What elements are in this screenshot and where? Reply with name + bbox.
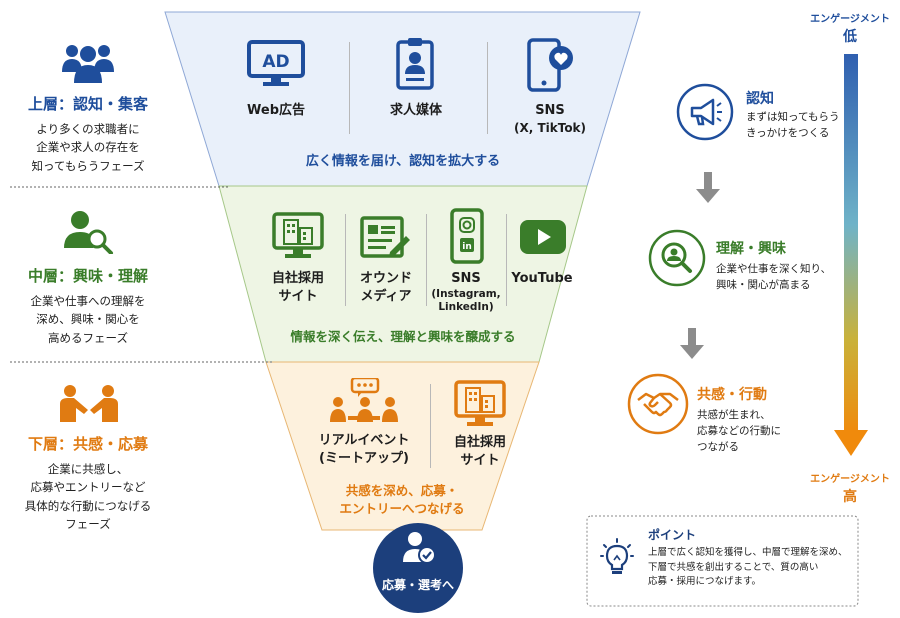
real-event-label: リアルイベント(ミートアップ) xyxy=(318,433,410,466)
ad-monitor-icon: AD xyxy=(247,40,305,88)
company-site-icon xyxy=(454,380,506,428)
divider xyxy=(430,384,431,468)
stage-title-awareness: 認知 xyxy=(746,91,774,107)
engagement-arrow-head xyxy=(834,430,868,456)
lower-caption: 共感を深め、応募・エントリーへつなげる xyxy=(339,483,465,517)
point-title: ポイント xyxy=(648,528,697,542)
svg-text:in: in xyxy=(462,242,472,252)
person-search-icon xyxy=(62,208,114,255)
divider xyxy=(426,214,427,306)
company-site-label: 自社採用サイト xyxy=(453,435,506,468)
stage-desc-understanding: 企業や仕事を深く知り、興味・関心が高まる xyxy=(716,263,832,291)
company-site-icon xyxy=(272,212,324,260)
ad-icon-text: AD xyxy=(262,52,289,72)
applicant-check-icon xyxy=(402,530,436,564)
divider xyxy=(506,214,507,306)
lightbulb-icon xyxy=(600,538,634,578)
divider xyxy=(487,42,488,134)
apply-circle xyxy=(373,523,463,613)
point-text: 上層で広く認知を獲得し、中層で理解を深め、下層で共感を創出することで、質の高い応… xyxy=(648,547,848,588)
search-person-icon xyxy=(647,228,707,288)
job-media-label: 求人媒体 xyxy=(389,103,442,118)
stage-title-understanding: 理解・興味 xyxy=(716,241,786,257)
handshake-people-icon xyxy=(58,384,120,424)
youtube-play-icon xyxy=(520,220,566,254)
phone-instagram-linkedin-icon: in xyxy=(450,208,484,264)
company-site-label: 自社採用サイト xyxy=(271,271,324,304)
engagement-top-label: エンゲージメント xyxy=(810,14,890,25)
stage-arrow xyxy=(696,172,720,203)
apply-circle-label: 応募・選考へ xyxy=(381,578,454,592)
upper-caption: 広く情報を届け、認知を拡大する xyxy=(305,154,501,169)
sns-x-tiktok-label: SNS (X, TikTok) xyxy=(513,103,587,135)
engagement-bottom-value: 高 xyxy=(843,489,857,505)
middle-tier-desc: 企業や仕事への理解を深め、興味・関心を高めるフェーズ xyxy=(30,294,146,345)
smartphone-heart-icon xyxy=(527,38,575,92)
owned-media-icon xyxy=(360,216,410,260)
handshake-icon xyxy=(626,372,690,436)
stage-arrow xyxy=(680,328,704,359)
engagement-bottom-label: エンゲージメント xyxy=(810,474,890,485)
middle-caption: 情報を深く伝え、理解と興味を醸成する xyxy=(290,329,516,344)
sns-instagram-linkedin-label: SNS (Instagram, LinkedIn) xyxy=(431,271,501,313)
middle-tier-title: 中層：興味・理解 xyxy=(27,267,148,285)
id-badge-icon xyxy=(396,36,434,90)
people-group-icon xyxy=(60,42,116,84)
upper-tier-desc: より多くの求職者に企業や求人の存在を知ってもらうフェーズ xyxy=(31,122,145,173)
web-ad-label: Web広告 xyxy=(247,103,305,118)
engagement-arrow-shaft xyxy=(844,54,858,434)
meetup-icon xyxy=(328,376,400,424)
stage-desc-action: 共感が生まれ、応募などの行動につながる xyxy=(697,409,781,453)
youtube-label: YouTube xyxy=(511,271,573,286)
engagement-top-value: 低 xyxy=(843,29,857,45)
owned-media-label: オウンドメディア xyxy=(359,271,412,304)
divider xyxy=(345,214,346,306)
lower-tier-desc: 企業に共感し、応募やエントリーなど具体的な行動につなげるフェーズ xyxy=(24,462,152,532)
lower-tier-title: 下層：共感・応募 xyxy=(27,435,148,453)
stage-desc-awareness: まずは知ってもらうきっかけをつくる xyxy=(746,111,840,139)
stage-title-action: 共感・行動 xyxy=(697,387,767,403)
upper-tier-title: 上層：認知・集客 xyxy=(27,95,148,113)
megaphone-icon xyxy=(675,82,735,142)
divider xyxy=(349,42,350,134)
point-box-border xyxy=(586,515,859,607)
